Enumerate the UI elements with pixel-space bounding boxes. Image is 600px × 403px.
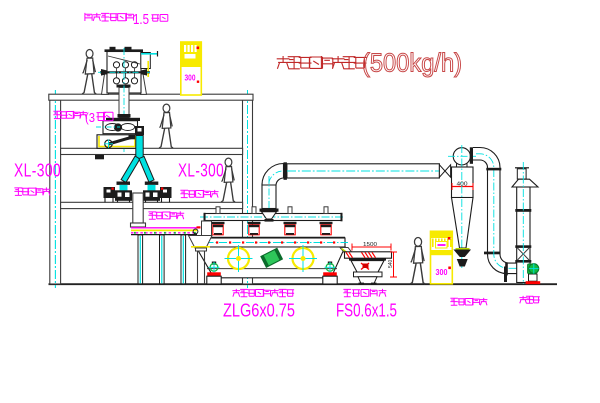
svg-text:XL-300: XL-300 <box>14 161 61 181</box>
svg-text:(500kg/h): (500kg/h) <box>362 48 462 78</box>
svg-text:1500: 1500 <box>363 242 377 248</box>
svg-text:1.5: 1.5 <box>133 12 149 28</box>
svg-text:300: 300 <box>185 74 196 83</box>
svg-text:XL-300: XL-300 <box>178 161 224 181</box>
svg-text:300: 300 <box>436 267 448 277</box>
svg-text:540: 540 <box>388 259 394 268</box>
svg-text:(3: (3 <box>85 111 95 125</box>
svg-text:ZLG6x0.75: ZLG6x0.75 <box>223 301 295 321</box>
svg-text:FS0.6x1.5: FS0.6x1.5 <box>336 301 397 321</box>
svg-text:400: 400 <box>457 182 468 188</box>
